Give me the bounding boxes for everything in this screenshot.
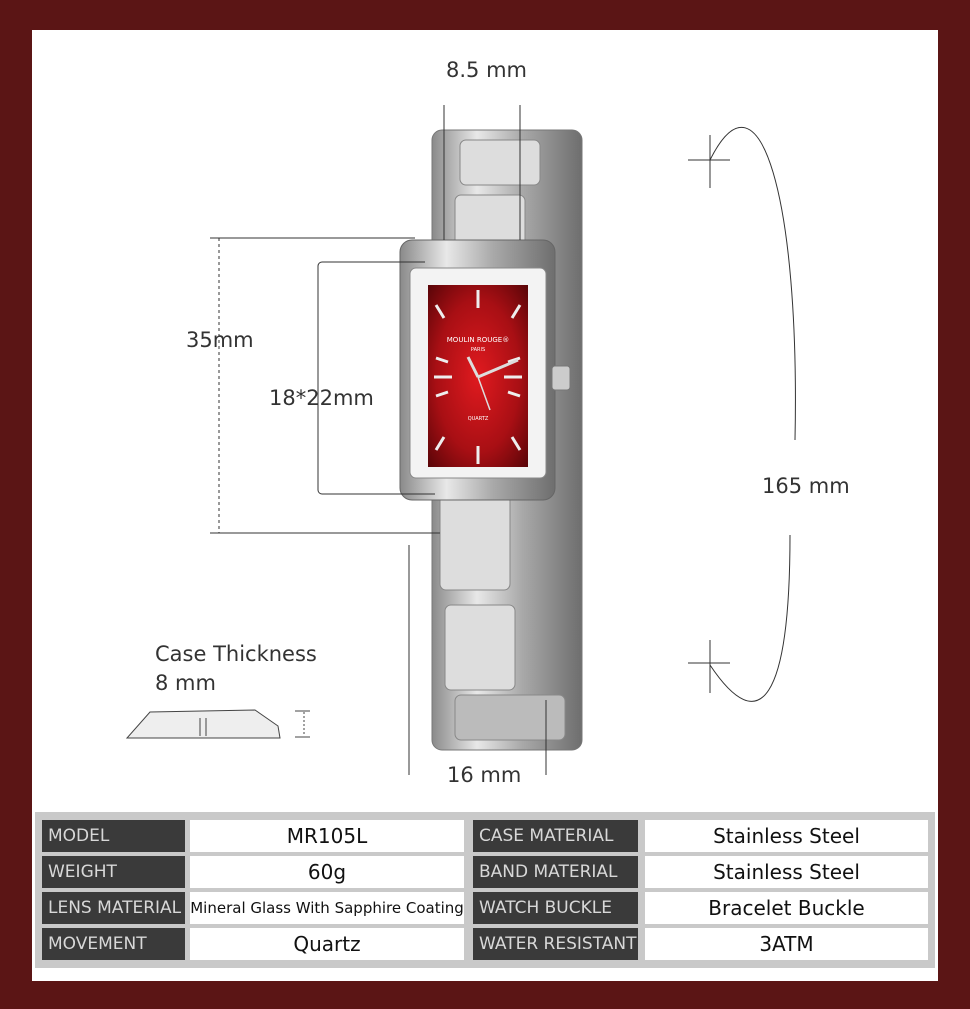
dimension-lines: [210, 105, 796, 775]
case-thickness-profile: [125, 709, 310, 739]
spec-value: Quartz: [190, 928, 464, 960]
thickness-title: Case Thickness: [155, 642, 317, 666]
thickness-value: 8 mm: [155, 671, 216, 695]
spec-label: WATER RESISTANT: [473, 928, 638, 960]
spec-value: 3ATM: [645, 928, 928, 960]
spec-label: MODEL: [42, 820, 185, 852]
spec-label: WATCH BUCKLE: [473, 892, 638, 924]
lug-width-label: 8.5 mm: [446, 58, 527, 82]
spec-label: WEIGHT: [42, 856, 185, 888]
case-length-label: 35mm: [186, 328, 254, 352]
case-width-label: 16 mm: [447, 763, 522, 787]
spec-label: MOVEMENT: [42, 928, 185, 960]
spec-label: CASE MATERIAL: [473, 820, 638, 852]
spec-table: MODEL MR105L CASE MATERIAL Stainless Ste…: [35, 812, 935, 968]
dial-city: PARIS: [471, 347, 485, 353]
watch-hands: [466, 356, 519, 411]
spec-value: Bracelet Buckle: [645, 892, 928, 924]
spec-label: LENS MATERIAL: [42, 892, 185, 924]
band-length-label: 165 mm: [762, 474, 850, 498]
spec-label: BAND MATERIAL: [473, 856, 638, 888]
spec-value: MR105L: [190, 820, 464, 852]
spec-value: Stainless Steel: [645, 856, 928, 888]
spec-value: Mineral Glass With Sapphire Coating: [190, 892, 464, 924]
dial-size-label: 18*22mm: [269, 386, 374, 410]
spec-value: Stainless Steel: [645, 820, 928, 852]
crown: [551, 365, 571, 391]
hour-markers: [434, 290, 522, 464]
dial-brand: MOULIN ROUGE®: [447, 336, 509, 344]
spec-value: 60g: [190, 856, 464, 888]
dial-movement: QUARTZ: [468, 416, 489, 422]
